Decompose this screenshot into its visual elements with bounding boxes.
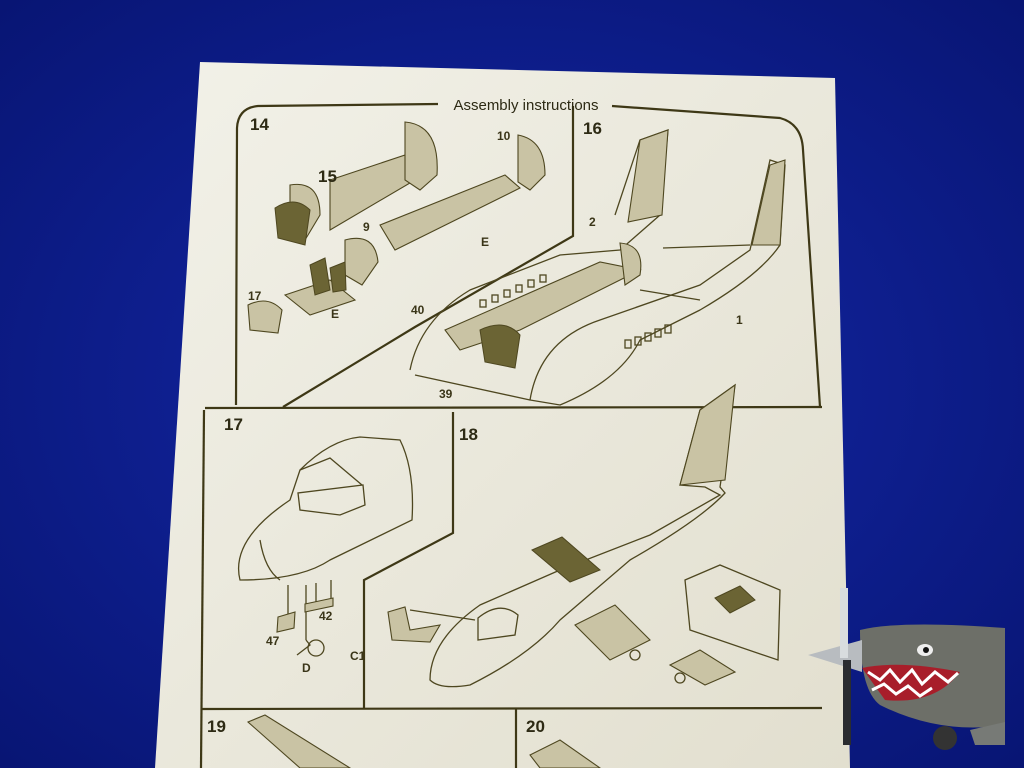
step-17-drawing: [238, 436, 414, 657]
panel-frames: [199, 102, 823, 768]
part-label-E: E: [331, 307, 339, 321]
paper-sheet: [155, 62, 850, 768]
part-label-1: 1: [736, 313, 743, 327]
sheet-title: Assembly instructions: [453, 97, 598, 114]
part-label-40: 40: [411, 303, 425, 317]
step-number-20: 20: [526, 717, 545, 736]
step-number-17: 17: [224, 415, 243, 434]
step-19-20-drawings: [246, 714, 601, 768]
part-label-E: E: [481, 235, 489, 249]
step-16-drawing: [409, 129, 786, 406]
part-label-D: D: [302, 661, 311, 675]
step-number-16: 16: [583, 119, 602, 138]
step-14-drawing: [247, 121, 546, 334]
part-label-17: 17: [248, 289, 262, 303]
step-number-14: 14: [250, 115, 269, 134]
step-number-15: 15: [318, 167, 337, 186]
part-label-9: 9: [363, 220, 370, 234]
model-airplane-photo: [808, 588, 1005, 750]
part-label-42: 42: [319, 609, 333, 623]
step-number-18: 18: [459, 425, 478, 444]
part-label-C1: C1: [350, 649, 366, 663]
part-label-2: 2: [589, 215, 596, 229]
step-number-19: 19: [207, 717, 226, 736]
part-label-47: 47: [266, 634, 280, 648]
part-label-10: 10: [497, 129, 511, 143]
step-18-drawing: [387, 383, 781, 688]
part-label-39: 39: [439, 387, 453, 401]
